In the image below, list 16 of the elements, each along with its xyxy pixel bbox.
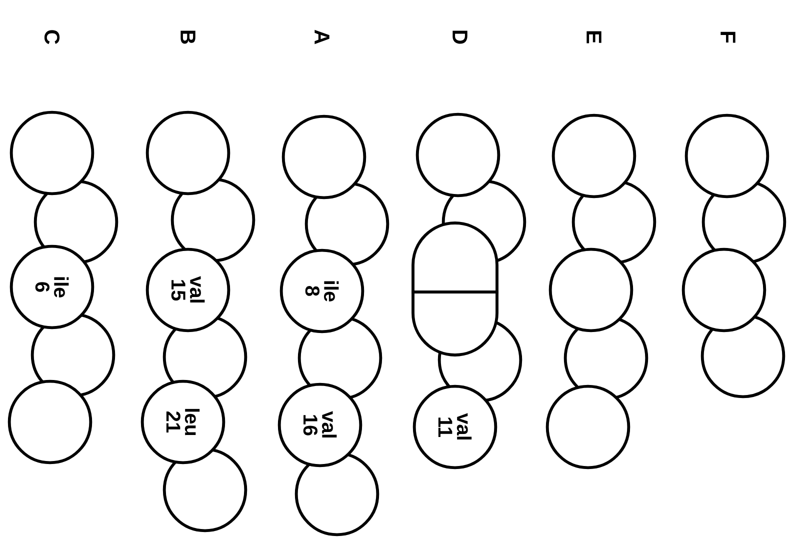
helix-letter: B: [180, 30, 196, 44]
empty-circle: [548, 248, 634, 332]
empty-circle: [8, 380, 92, 464]
empty-circle: [10, 110, 94, 196]
helix-letter: D: [452, 30, 468, 44]
empty-circle: [552, 114, 636, 198]
helix-letter: E: [586, 31, 602, 44]
empty-circle: [682, 248, 766, 332]
helix-letter: A: [314, 30, 330, 44]
empty-circle: [282, 114, 366, 200]
empty-circle: [146, 110, 230, 196]
empty-circle: [684, 114, 770, 198]
empty-circle: [546, 384, 630, 470]
empty-circle: [416, 112, 500, 198]
helix-letter: F: [720, 32, 736, 43]
helix-letter: C: [44, 30, 60, 44]
